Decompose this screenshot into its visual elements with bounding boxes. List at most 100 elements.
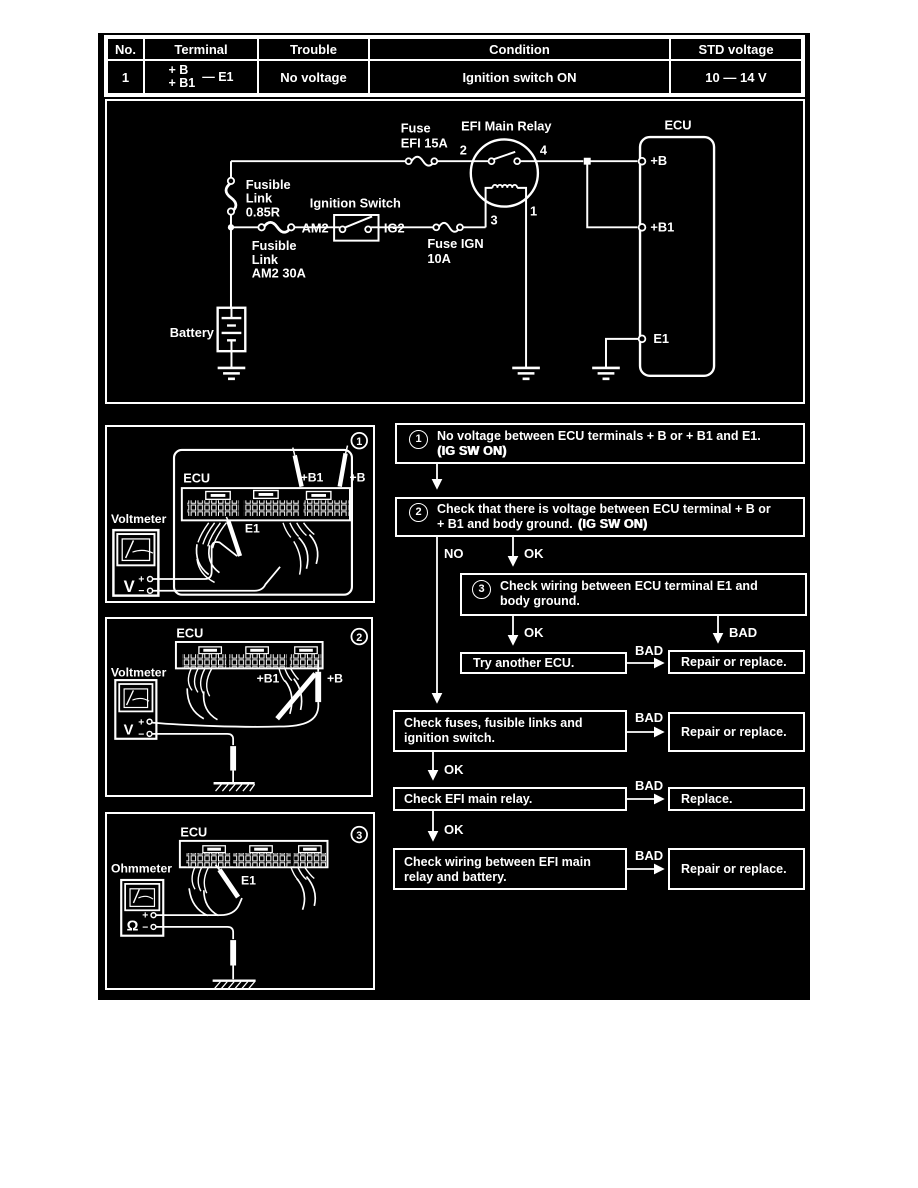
fusible-link-085r-label: Fusible (246, 177, 291, 192)
test-illustration-2-drawing: 2 ECU +B1 +B (111, 626, 368, 792)
minus-terminal-label: − (142, 922, 148, 933)
terminal-e1-label: E1 (653, 331, 669, 346)
voltmeter-symbol: V (124, 722, 134, 738)
fusible-link-am2-label: Fusible (252, 238, 297, 253)
relay-pin-2: 2 (460, 142, 467, 157)
fusible-link-am2-symbol (257, 221, 296, 234)
branch-labels: NO OK OK BAD BAD BAD OK BAD OK BAD (444, 546, 757, 863)
bad-label: BAD (635, 848, 663, 863)
no-label: NO (444, 546, 464, 561)
svg-text:10A: 10A (427, 251, 451, 266)
ecu-label: ECU (183, 472, 210, 486)
flowchart-connectors: NO OK OK BAD BAD BAD OK BAD OK BAD (427, 464, 757, 875)
terminal-plus-b: + B (168, 63, 189, 77)
test-illustration-3: 3 ECU E1 (105, 812, 375, 990)
bad-label: BAD (635, 778, 663, 793)
flowchart-step-3: 3 Check wiring between ECU terminal E1 a… (460, 573, 807, 616)
flowchart-try-another-ecu: Try another ECU. (460, 652, 627, 674)
test-probes (214, 864, 241, 899)
page-content-area: No. Terminal Trouble Condition STD volta… (98, 33, 810, 1000)
ohmmeter-symbol: Ω (127, 918, 139, 934)
step-2-number: 2 (409, 503, 428, 522)
probe-b-label: +B (327, 672, 343, 686)
cell-std-voltage: 10 — 14 V (670, 60, 802, 94)
test-probes (275, 660, 322, 721)
efi-main-relay-label: EFI Main Relay (461, 119, 552, 134)
step-2-text-line1: Check that there is voltage between ECU … (437, 502, 771, 516)
meter-leads (152, 541, 281, 592)
ohmmeter (120, 878, 165, 937)
troubleshooting-flowchart: NO OK OK BAD BAD BAD OK BAD OK BAD 1 No … (390, 410, 810, 1000)
flowchart-step-2: 2 Check that there is voltage between EC… (395, 497, 805, 537)
voltmeter-label: Voltmeter (111, 512, 167, 526)
meter-leads (155, 897, 243, 940)
fuse-ign-symbol (432, 221, 464, 233)
ecu-connector-illustration (178, 839, 329, 869)
minus-terminal-label: − (138, 729, 144, 740)
test-illustration-3-drawing: 3 ECU E1 (111, 825, 368, 988)
wiring-harness (188, 866, 317, 917)
svg-text:Link: Link (252, 252, 279, 267)
ignition-switch-symbol (333, 213, 380, 242)
plus-terminal-label: + (138, 718, 144, 729)
meter-leads (151, 702, 320, 746)
minus-terminal-label: − (138, 586, 144, 597)
ecu-label: ECU (665, 118, 692, 133)
ok-label: OK (444, 762, 464, 777)
terminal-plus-b1: + B1 (168, 76, 196, 90)
circuit-wires (229, 160, 640, 368)
spec-table: No. Terminal Trouble Condition STD volta… (104, 35, 805, 97)
step-1-number: 1 (409, 430, 428, 449)
ground-probe (212, 940, 256, 988)
terminal-b1-label: +B1 (650, 219, 674, 234)
test-illustration-1: 1 ECU (105, 425, 375, 603)
col-header-terminal: Terminal (144, 38, 258, 60)
efi-main-relay-symbol (469, 138, 540, 208)
ok-label: OK (444, 822, 464, 837)
ig2-label: IG2 (384, 220, 405, 235)
ignition-switch-label: Ignition Switch (310, 196, 401, 211)
voltmeter-symbol: V (124, 577, 135, 596)
flowchart-check-wiring: Check wiring between EFI main relay and … (393, 848, 627, 890)
battery-symbol (216, 306, 247, 353)
step-1-text: No voltage between ECU terminals + B or … (437, 429, 761, 443)
step-3-number: 3 (472, 580, 491, 599)
ok-label: OK (524, 625, 544, 640)
wiring-diagram: Fuse EFI 15A Fusible Link 0.85R Fusible … (170, 118, 716, 381)
fuse-efi-label: Fuse (401, 121, 431, 136)
flowchart-step-1: 1 No voltage between ECU terminals + B o… (395, 423, 805, 464)
step-3-text-line2: body ground. (500, 594, 580, 608)
ok-label: OK (524, 546, 544, 561)
col-header-condition: Condition (369, 38, 670, 60)
test-probes (225, 445, 349, 557)
relay-pin-3: 3 (491, 212, 498, 227)
wiring-harness (186, 668, 303, 721)
fuse-efi-symbol (404, 155, 439, 167)
relay-pin-1: 1 (530, 203, 537, 218)
voltmeter-label: Voltmeter (111, 666, 167, 680)
svg-text:2: 2 (356, 632, 362, 644)
circuit-labels: Fuse EFI 15A Fusible Link 0.85R Fusible … (170, 118, 692, 346)
col-header-std-voltage: STD voltage (670, 38, 802, 60)
svg-text:AM2 30A: AM2 30A (252, 266, 306, 281)
cell-trouble: No voltage (258, 60, 369, 94)
flowchart-repair-or-replace-3: Repair or replace. (668, 848, 805, 890)
svg-text:3: 3 (356, 830, 362, 842)
step-1-condition: (IG SW ON) (437, 444, 507, 458)
plus-terminal-label: + (142, 911, 148, 922)
probe-e1-label: E1 (245, 522, 260, 536)
ecu-symbol (637, 135, 716, 378)
wire-junction-dot (227, 224, 235, 231)
flowchart-check-relay: Check EFI main relay. (393, 787, 627, 811)
svg-text:EFI 15A: EFI 15A (401, 135, 448, 150)
col-header-trouble: Trouble (258, 38, 369, 60)
test-illustration-1-drawing: 1 ECU (111, 431, 368, 597)
ground-probe (213, 746, 256, 792)
probe-e1-label: E1 (241, 873, 256, 887)
voltmeter (112, 528, 160, 597)
step-3-text-line1: Check wiring between ECU terminal E1 and (500, 579, 758, 593)
terminal-e1: — E1 (202, 70, 234, 84)
ecu-label: ECU (180, 825, 207, 839)
wire-junction (583, 157, 591, 165)
cell-condition: Ignition switch ON (369, 60, 670, 94)
